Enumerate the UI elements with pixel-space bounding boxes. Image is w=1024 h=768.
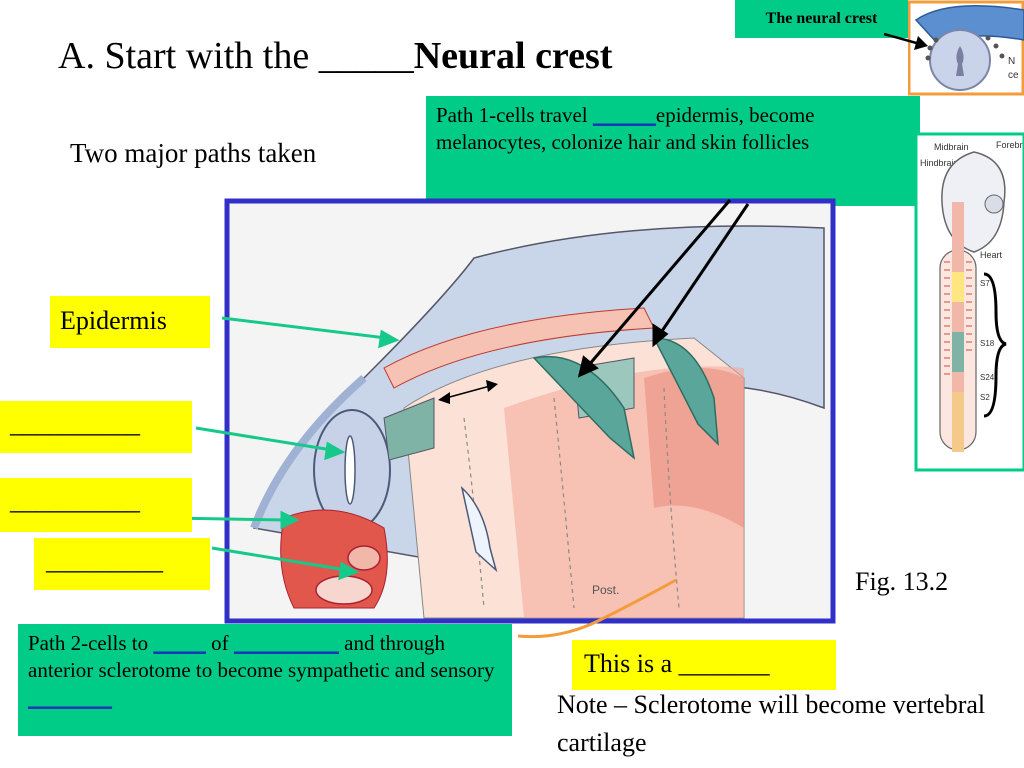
blank-label-1-text: __________: [10, 409, 140, 438]
blank-label-2-text: __________: [10, 486, 140, 515]
thumb-forebrain: Forebr: [996, 140, 1023, 150]
thumb-s2: S2: [980, 393, 990, 402]
neural-tube-thumbnail: N ce: [908, 0, 1024, 96]
this-is-a-label: This is a _______: [572, 640, 836, 690]
blank-label-3: _________: [34, 538, 210, 590]
path2-box: Path 2-cells to _____ of __________ and …: [18, 624, 512, 736]
subtitle: Two major paths taken: [70, 138, 317, 168]
thumb-s7: S7: [980, 279, 990, 288]
path1-box: Path 1-cells travel ______epidermis, bec…: [426, 96, 920, 206]
embryo-diagram: Post.: [224, 198, 836, 624]
title-bold: Neural crest: [413, 35, 613, 77]
figure-label: Fig. 13.2: [855, 567, 949, 596]
page-title: A. Start with the _____Neural crest: [58, 34, 612, 78]
thumb-midbrain: Midbrain: [934, 142, 969, 152]
neural-crest-tag: The neural crest: [735, 0, 908, 38]
title-prefix: A. Start with the _____: [58, 35, 414, 77]
note-text: Note – Sclerotome will become vertebral …: [557, 690, 986, 757]
tag-arrow: [883, 32, 928, 50]
path1-text: Path 1-cells travel: [436, 103, 593, 127]
path2-blank3: ________: [28, 685, 112, 710]
diagram-post-label: Post.: [592, 583, 619, 597]
path1-blank: ______: [592, 103, 656, 127]
path2-t1: Path 2-cells to: [28, 631, 154, 655]
thumb-label-ce: ce: [1008, 70, 1019, 81]
path2-blank2: __________: [233, 631, 339, 655]
thumb-s18: S18: [980, 339, 995, 348]
thumb-s24: S24: [980, 373, 995, 382]
blank-label-3-text: _________: [46, 546, 163, 575]
epidermis-label-text: Epidermis: [60, 306, 167, 335]
epidermis-label: Epidermis: [50, 296, 210, 348]
path2-blank1: _____: [153, 631, 206, 655]
blank-label-2: __________: [0, 478, 192, 532]
this-is-a-text: This is a _______: [584, 649, 770, 678]
thumb-label-n: N: [1008, 56, 1015, 67]
blank-label-1: __________: [0, 401, 192, 453]
embryo-thumbnail: Midbrain Forebr Hindbrain Heart S7 S18 S…: [914, 132, 1024, 472]
path1-rest: epidermis, become melanocytes, colonize …: [436, 103, 815, 155]
path2-t2: of: [205, 631, 234, 655]
thumb-hindbrain: Hindbrain: [920, 158, 959, 168]
thumb-heart: Heart: [980, 250, 1003, 260]
path2-t3: and through anterior sclerotome to becom…: [28, 631, 495, 683]
